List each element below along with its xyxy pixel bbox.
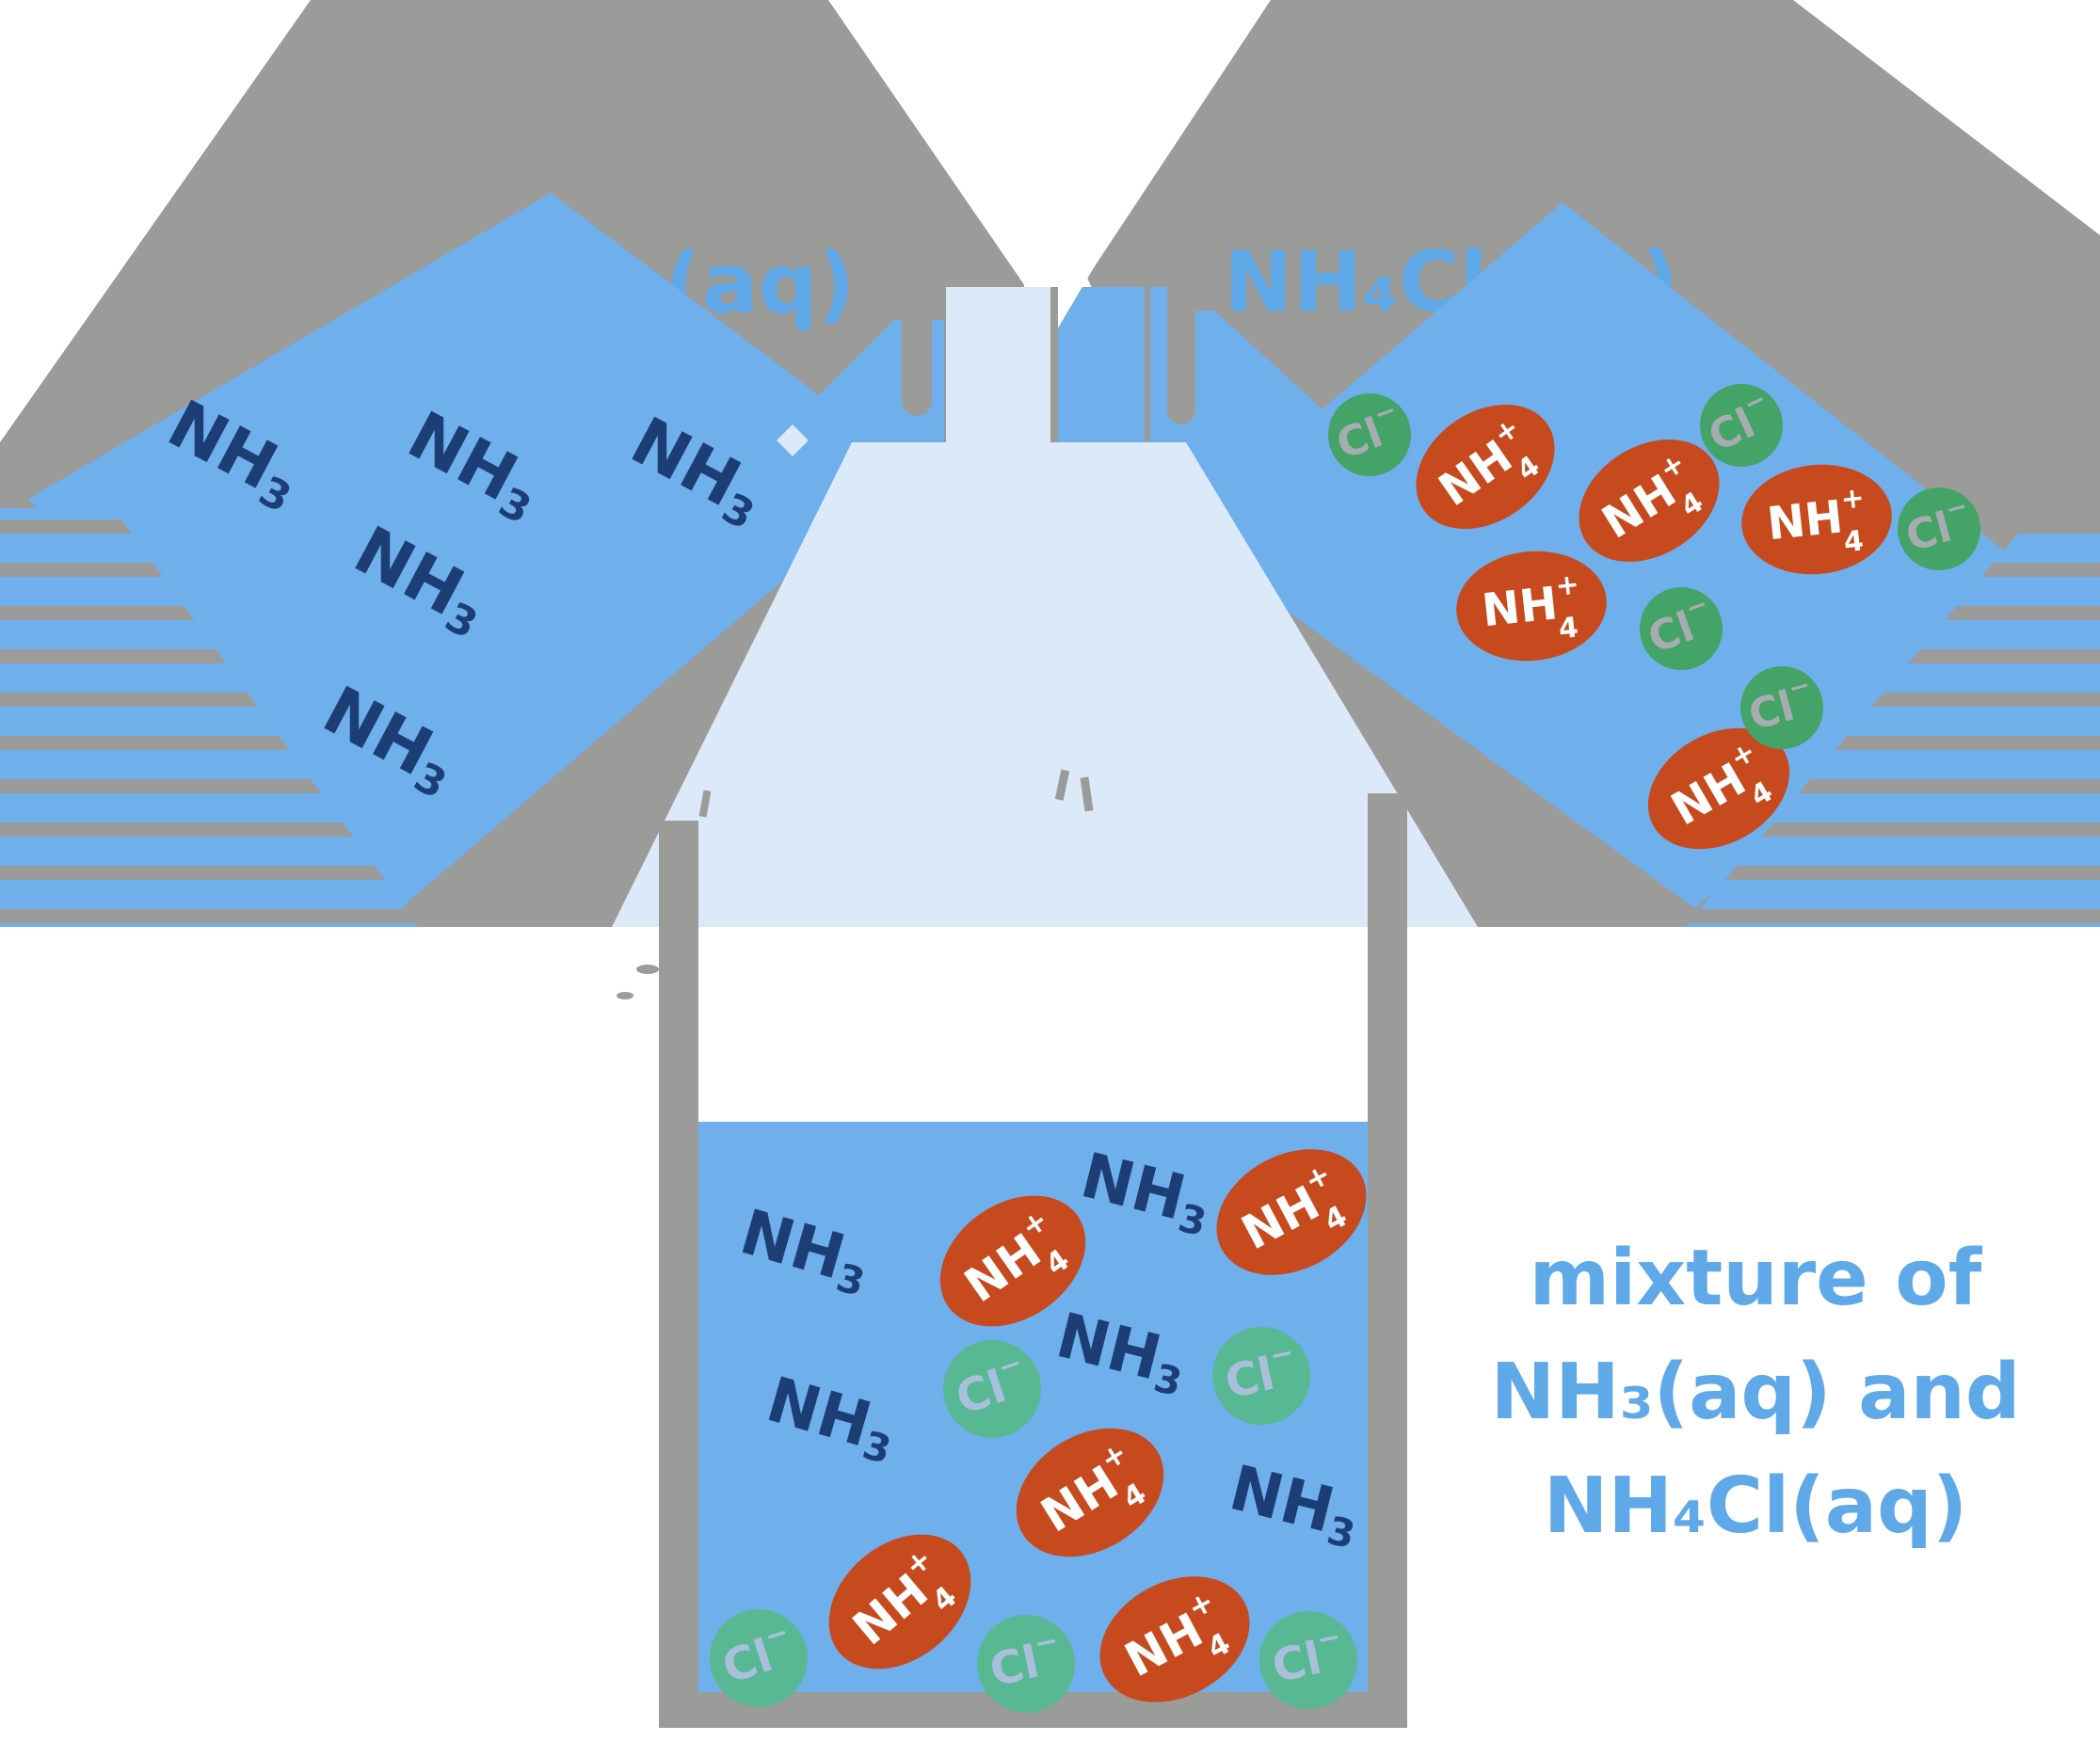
cl-ion-body xyxy=(1898,487,1980,570)
particle-formula: NH+4 xyxy=(1479,567,1585,653)
cl-ion: Cl− xyxy=(710,1609,808,1707)
particle-formula: Cl− xyxy=(1742,670,1820,740)
particle-formula: Cl− xyxy=(1266,1620,1349,1693)
right-rim-line xyxy=(1145,287,1150,442)
cl-ion-body xyxy=(710,1609,808,1707)
cl-ion-body xyxy=(1700,384,1783,467)
left-beaker-graduation-stripes xyxy=(0,508,419,927)
cl-ion: Cl− xyxy=(1740,666,1823,749)
cl-ion: Cl− xyxy=(1328,393,1411,476)
beaker-gap-wedge xyxy=(828,0,1252,331)
nh4-ion-body xyxy=(939,1195,1086,1327)
cl-ion-body xyxy=(977,1615,1075,1713)
cl-ion-body xyxy=(1212,1327,1310,1425)
mixture-beaker-right-wall xyxy=(1368,793,1407,1726)
nh4-ion: NH+4 xyxy=(1647,727,1790,850)
nh4-ion-body xyxy=(828,1534,971,1669)
nh4-ion-body xyxy=(1016,1428,1164,1557)
nh4-ion: NH+4 xyxy=(828,1534,971,1669)
cl-ion: Cl− xyxy=(1640,587,1723,670)
cl-ion-body xyxy=(1740,666,1823,749)
cl-ion: Cl− xyxy=(1259,1611,1357,1709)
particle-formula: Cl− xyxy=(1900,491,1978,561)
nh4-ion: NH+4 xyxy=(1741,464,1892,575)
cl-ion-body xyxy=(943,1340,1041,1438)
stream-divider-line xyxy=(1050,287,1058,442)
pour-stream xyxy=(612,287,1478,927)
particle-formula: Cl− xyxy=(984,1623,1066,1697)
particle-formula: NH+4 xyxy=(1764,481,1870,567)
right-beaker-liquid xyxy=(1056,202,2076,908)
particle-formula: Cl− xyxy=(1219,1335,1302,1409)
right-beaker-pour-column xyxy=(1056,287,1167,447)
nh4-ion: NH+4 xyxy=(1099,1576,1250,1702)
nh4-ion-body xyxy=(1416,404,1555,530)
nh4-ion: NH+4 xyxy=(1456,551,1607,662)
caption-line-3: NH₄Cl(aq) xyxy=(1544,1461,1967,1551)
cl-ion: Cl− xyxy=(1898,487,1980,570)
cl-ion: Cl− xyxy=(943,1340,1041,1438)
cl-ion-body xyxy=(1328,393,1411,476)
nh4-ion-body xyxy=(1456,551,1607,662)
caption-line-2: NH₃(aq) and xyxy=(1490,1348,2020,1437)
right-beaker-graduation-stripes xyxy=(1685,527,2100,927)
pour-droplet xyxy=(777,424,809,456)
nh4-ion: NH+4 xyxy=(1216,1149,1367,1275)
mixture-caption: mixture of NH₃(aq) and NH₄Cl(aq) xyxy=(1490,1234,2020,1551)
nh4-ion-body xyxy=(1099,1576,1250,1702)
cl-ion-body xyxy=(1640,587,1723,670)
cl-ion: Cl− xyxy=(1212,1327,1310,1425)
nh4-ion-body xyxy=(1579,439,1720,562)
mixture-beaker-left-wall xyxy=(659,821,698,1726)
nh4-ion-body xyxy=(1741,464,1892,575)
caption-line-1: mixture of xyxy=(1530,1234,1983,1323)
nh4-ion-body xyxy=(1647,727,1790,850)
nh4-ion: NH+4 xyxy=(1016,1428,1164,1557)
nh4-ion-body xyxy=(1216,1149,1367,1275)
left-spout-tab xyxy=(902,262,932,416)
cl-ion: Cl− xyxy=(977,1615,1075,1713)
splash-marks xyxy=(617,769,1094,999)
nh4-ion: NH+4 xyxy=(1416,404,1555,530)
nh4-ion: NH+4 xyxy=(939,1195,1086,1327)
cl-ion-body xyxy=(1259,1611,1357,1709)
nh4-ion: NH+4 xyxy=(1579,439,1720,562)
cl-ion: Cl− xyxy=(1700,384,1783,467)
right-spout-tab xyxy=(1167,262,1195,424)
